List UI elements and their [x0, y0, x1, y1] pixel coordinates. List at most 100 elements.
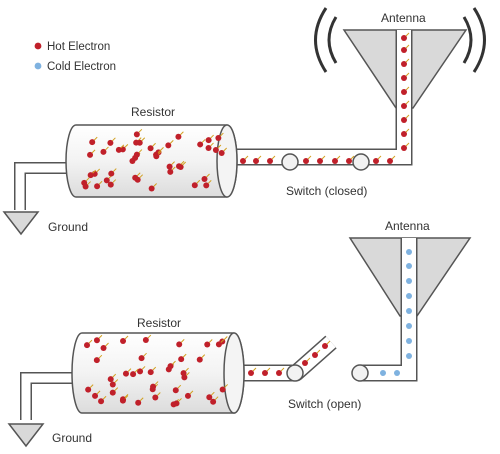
bottom-electrons: [84, 249, 412, 408]
hot-electron-motion-tick: [405, 32, 410, 37]
hot-electron-motion-tick: [336, 155, 341, 160]
hot-electron: [165, 142, 172, 149]
hot-electron-motion-tick: [112, 168, 117, 172]
hot-electron: [302, 360, 308, 366]
hot-electron-motion-tick: [171, 166, 176, 171]
hot-electron: [85, 386, 92, 393]
hot-electron-motion-tick: [182, 161, 187, 166]
cold-electron: [406, 278, 412, 284]
hot-electron-motion-tick: [321, 155, 326, 160]
hot-electron-motion-tick: [91, 149, 96, 154]
hot-electron-motion-tick: [134, 368, 139, 373]
hot-electron: [109, 389, 116, 396]
bottom-circuit: Antenna Switch (open) Ground Resistor: [7, 219, 472, 448]
top-ground-label: Ground: [48, 220, 88, 234]
top-radiation-arc-left-outer: [314, 7, 328, 73]
hot-electron-motion-tick: [157, 149, 162, 154]
hot-electron: [317, 158, 323, 164]
hot-electron: [312, 352, 318, 358]
hot-electron: [107, 181, 114, 188]
hot-electron-motion-tick: [405, 44, 410, 49]
hot-electron: [206, 394, 213, 401]
hot-electron: [175, 133, 182, 140]
hot-electron-motion-tick: [405, 100, 410, 105]
hot-electron-motion-tick: [180, 131, 184, 136]
hot-electron-motion-tick: [208, 339, 213, 343]
legend-hot-label: Hot Electron: [47, 41, 110, 53]
hot-electron: [196, 356, 203, 363]
hot-electron-motion-tick: [307, 155, 312, 160]
hot-electron: [137, 368, 144, 375]
top-ground-symbol: [2, 211, 40, 236]
hot-electron: [401, 61, 407, 67]
hot-electron-motion-tick: [96, 168, 101, 173]
hot-electron-motion-tick: [114, 387, 119, 391]
hot-electron-motion-tick: [96, 390, 101, 395]
hot-electron-motion-tick: [405, 128, 410, 133]
hot-electron: [89, 139, 96, 146]
hot-electron-motion-tick: [214, 396, 219, 401]
top-resistor-end: [216, 124, 238, 198]
hot-electron-motion-tick: [217, 144, 222, 149]
bottom-ground-label: Ground: [52, 431, 92, 445]
hot-electron-motion-tick: [152, 366, 157, 371]
hot-electron-motion-tick: [271, 155, 276, 160]
hot-electron-motion-tick: [178, 398, 182, 402]
hot-electron: [197, 141, 204, 148]
hot-electron-motion-tick: [223, 336, 228, 340]
hot-electron-motion-tick: [98, 180, 103, 185]
hot-electron: [147, 369, 154, 376]
hot-electron-motion-tick: [157, 150, 162, 155]
hot-electron: [303, 158, 309, 164]
bottom-resistor-label: Resistor: [137, 316, 181, 330]
bottom-ground-symbol: [7, 423, 45, 448]
hot-electron: [115, 146, 122, 153]
hot-electron: [205, 144, 212, 151]
hot-electron: [205, 137, 212, 144]
hot-electron-motion-tick: [244, 155, 249, 160]
cold-electron: [406, 308, 412, 314]
hot-electron-motion-tick: [112, 179, 117, 183]
hot-electron: [150, 383, 157, 390]
hot-electron-motion-tick: [252, 367, 257, 372]
hot-electron-motion-tick: [114, 379, 119, 383]
hot-electron-motion-tick: [186, 372, 190, 376]
hot-electron-motion-tick: [87, 181, 91, 185]
hot-electron-motion-tick: [120, 144, 125, 149]
hot-electron: [346, 158, 352, 164]
hot-electron: [387, 158, 393, 164]
hot-electron-motion-tick: [92, 169, 97, 174]
hot-electron: [262, 370, 268, 376]
legend-hot-dot: [34, 42, 42, 50]
hot-electron-motion-tick: [189, 390, 194, 395]
hot-electron-motion-tick: [306, 357, 311, 362]
bottom-switch-contact-left: [286, 364, 304, 382]
hot-electron: [93, 337, 100, 344]
hot-electron-motion-tick: [141, 366, 146, 370]
hot-electron: [373, 158, 379, 164]
cold-electron: [406, 263, 412, 269]
hot-electron: [212, 146, 219, 153]
hot-electron: [130, 371, 137, 378]
hot-electron: [100, 344, 107, 351]
hot-electron-motion-tick: [391, 155, 396, 160]
hot-electron-motion-tick: [138, 128, 143, 133]
hot-electron: [119, 397, 126, 404]
hot-electron: [107, 376, 114, 383]
cold-electron: [380, 370, 386, 376]
top-radiation-arc-right-outer: [472, 7, 486, 73]
hot-electron-motion-tick: [124, 144, 129, 148]
hot-electron-motion-tick: [210, 134, 214, 139]
cold-electron: [406, 249, 412, 255]
bottom-ground-wire: [20, 372, 78, 420]
cold-electron: [394, 370, 400, 376]
hot-electron-motion-tick: [105, 146, 109, 151]
hot-electron-motion-tick: [210, 391, 215, 396]
top-radiation-arc-right-inner: [462, 16, 473, 64]
hot-electron: [401, 89, 407, 95]
top-ground-wire-inner: [15, 163, 72, 210]
hot-electron: [142, 337, 149, 344]
hot-electron: [135, 399, 142, 406]
hot-electron-motion-tick: [127, 368, 132, 373]
hot-electron-motion-tick: [139, 397, 144, 402]
